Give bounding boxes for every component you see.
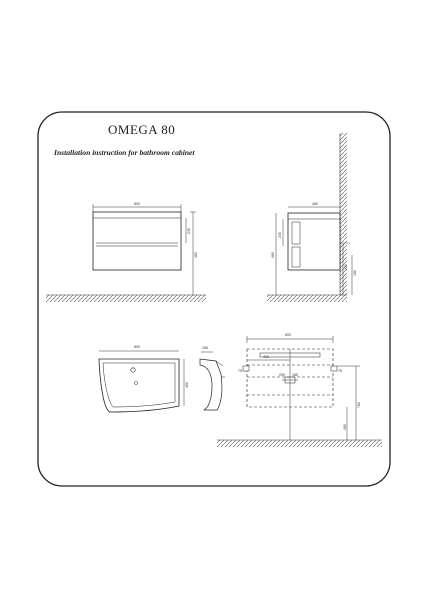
basin-side-view: 165 [199,346,225,411]
mount-bracket-left [242,365,250,372]
frame-border [37,111,391,487]
side-fix-a-label: 250 [344,264,348,270]
basin-depth-label: 460 [185,382,189,388]
installation-view: 800 400 75 75 200 185 480 780 [217,333,382,447]
front-width-label: 800 [134,202,140,206]
basin-outline [98,358,180,413]
floor-hatch [217,440,382,447]
install-offset-right: 75 [338,369,342,373]
floor-hatch [267,295,347,302]
drain-pipe [284,376,296,384]
side-view: 460 245 480 250 180 [267,133,357,302]
install-height-label: 780 [357,402,361,408]
side-depth-label: 460 [312,202,318,206]
install-mid-b: 185 [292,373,298,377]
basin-top-view: 800 460 [98,345,189,413]
basin-width-label: 800 [134,345,140,349]
front-cabinet [92,211,182,271]
install-offset-left: 75 [238,369,242,373]
basin-profile [199,358,223,411]
drawing-title: OMEGA 80 [108,122,176,137]
side-fix-b-label: 180 [353,270,357,276]
install-floor-label: 480 [343,424,347,430]
drawing-subtitle: Installation instruction for bathroom ca… [54,148,195,157]
install-mid-a: 200 [279,373,285,377]
wall-hatch [340,133,347,295]
tap-hole [130,367,136,373]
front-view: 800 245 480 [46,202,206,302]
install-width-label: 800 [285,333,291,337]
side-drawer-label: 245 [278,232,282,238]
drain-hole [134,381,138,385]
front-drawer-label: 245 [187,228,191,234]
basin-side-depth-label: 165 [202,346,208,350]
floor-hatch [46,295,206,302]
side-cabinet [287,212,341,271]
mount-bracket-right [330,365,338,372]
side-total-label: 480 [271,252,275,258]
front-height-label: 480 [194,252,198,258]
